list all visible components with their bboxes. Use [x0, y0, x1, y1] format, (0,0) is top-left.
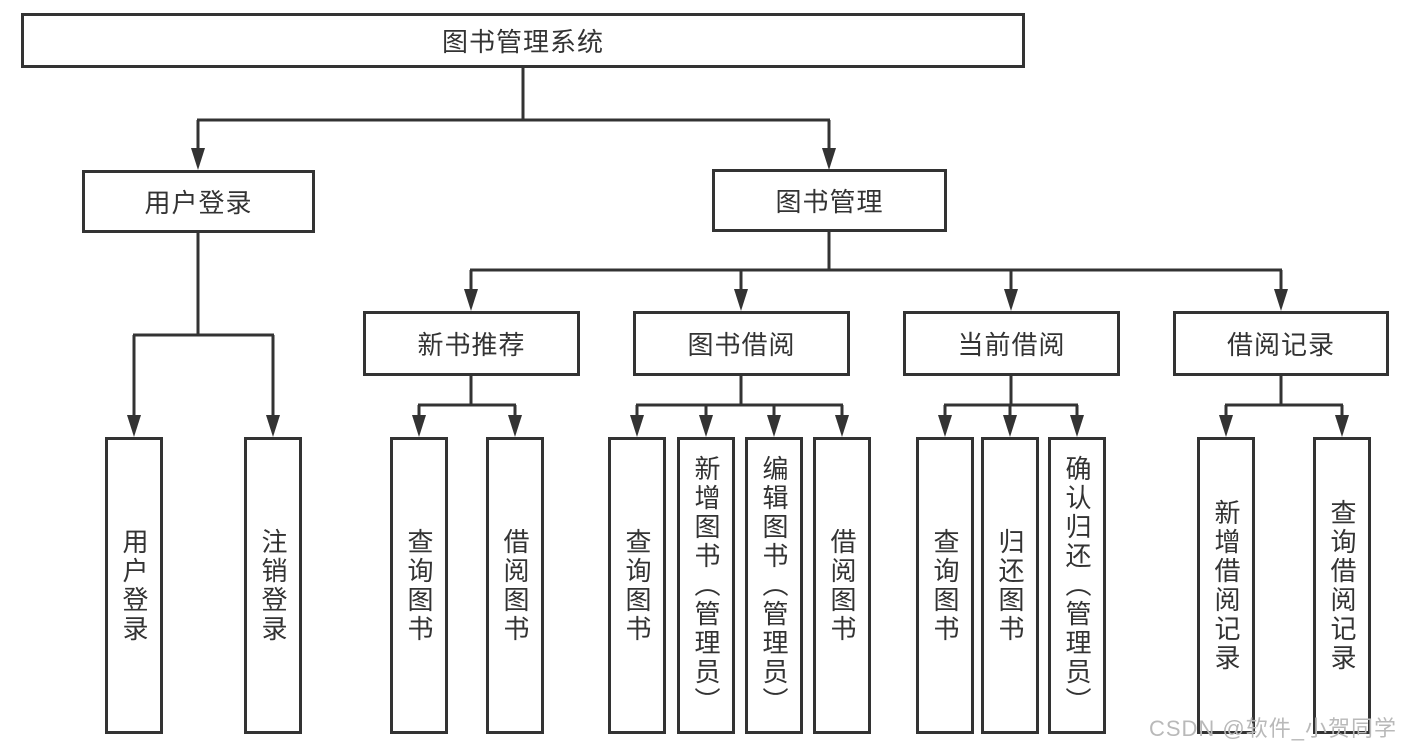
leaf-add-book-admin-label: 新增图书（管理员）	[691, 455, 721, 716]
leaf-query-books-recommend: 查询图书	[390, 437, 448, 734]
leaf-user-login-label: 用户登录	[119, 527, 149, 644]
node-borrowing-records: 借阅记录	[1173, 311, 1389, 376]
leaf-logout: 注销登录	[244, 437, 302, 734]
leaf-edit-book-admin: 编辑图书（管理员）	[745, 437, 803, 734]
leaf-query-books-current: 查询图书	[916, 437, 974, 734]
node-book-borrowing: 图书借阅	[633, 311, 850, 376]
leaf-add-borrow-record-label: 新增借阅记录	[1211, 498, 1241, 673]
leaf-query-borrow-record: 查询借阅记录	[1313, 437, 1371, 734]
leaf-logout-label: 注销登录	[258, 527, 288, 644]
node-current-borrowing: 当前借阅	[903, 311, 1120, 376]
node-new-book-recommend: 新书推荐	[363, 311, 580, 376]
leaf-confirm-return-admin-label: 确认归还（管理员）	[1062, 455, 1092, 716]
arrowheads	[127, 148, 1349, 437]
leaf-query-books-recommend-label: 查询图书	[404, 527, 434, 644]
leaf-query-books-borrowing: 查询图书	[608, 437, 666, 734]
node-book-management-label: 图书管理	[775, 187, 884, 217]
node-book-borrowing-label: 图书借阅	[687, 330, 796, 360]
leaf-query-borrow-record-label: 查询借阅记录	[1327, 498, 1357, 673]
node-library-system: 图书管理系统	[21, 13, 1025, 68]
leaf-user-login: 用户登录	[105, 437, 163, 734]
leaf-confirm-return-admin: 确认归还（管理员）	[1048, 437, 1106, 734]
leaf-add-book-admin: 新增图书（管理员）	[677, 437, 735, 734]
leaf-borrow-books-recommend-label: 借阅图书	[500, 527, 530, 644]
leaf-borrow-books-recommend: 借阅图书	[486, 437, 544, 734]
leaf-return-books: 归还图书	[981, 437, 1039, 734]
csdn-watermark: CSDN @软件_小贺同学	[1148, 716, 1397, 741]
leaf-borrow-books-borrowing: 借阅图书	[813, 437, 871, 734]
node-borrowing-records-label: 借阅记录	[1226, 330, 1335, 360]
node-user-login-label: 用户登录	[144, 188, 253, 218]
node-book-management: 图书管理	[712, 169, 947, 232]
leaf-return-books-label: 归还图书	[995, 527, 1025, 644]
leaf-borrow-books-borrowing-label: 借阅图书	[827, 527, 857, 644]
node-new-book-recommend-label: 新书推荐	[417, 330, 526, 360]
node-library-system-label: 图书管理系统	[441, 27, 604, 57]
node-user-login: 用户登录	[82, 170, 315, 233]
leaf-add-borrow-record: 新增借阅记录	[1197, 437, 1255, 734]
leaf-edit-book-admin-label: 编辑图书（管理员）	[759, 455, 789, 716]
leaf-query-books-borrowing-label: 查询图书	[622, 527, 652, 644]
node-current-borrowing-label: 当前借阅	[957, 330, 1066, 360]
leaf-query-books-current-label: 查询图书	[930, 527, 960, 644]
